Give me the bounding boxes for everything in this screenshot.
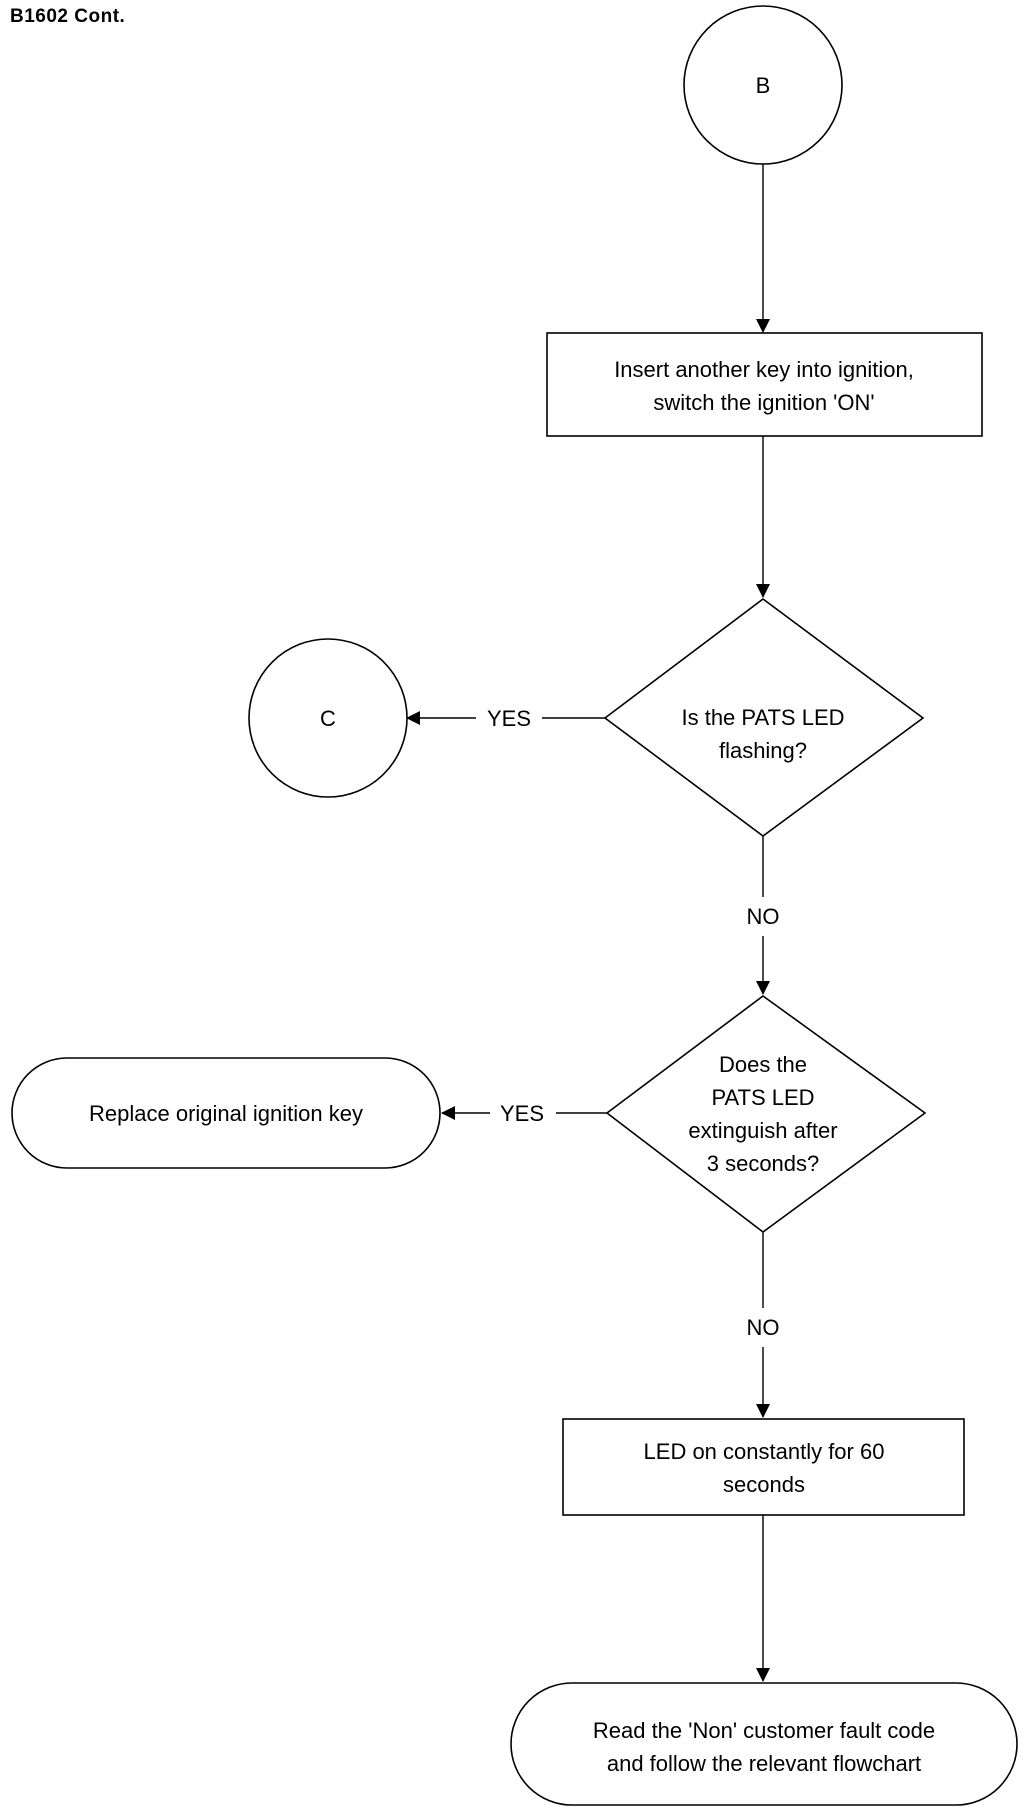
decision-pats-flashing: Is the PATS LED flashing? <box>603 598 925 837</box>
led-constant-line-1: LED on constantly for 60 <box>644 1439 885 1464</box>
extinguish-no-label: NO <box>747 1315 780 1340</box>
pats-flashing-line-2: flashing? <box>719 738 807 763</box>
terminal-replace-key: Replace original ignition key <box>11 1057 441 1169</box>
led-extinguish-line-2: PATS LED <box>711 1085 814 1110</box>
process-led-constant: LED on constantly for 60 seconds <box>562 1418 965 1516</box>
flashing-no-label: NO <box>747 904 780 929</box>
decision-led-extinguish: Does the PATS LED extinguish after 3 sec… <box>605 995 927 1233</box>
read-fault-line-1: Read the 'Non' customer fault code <box>593 1718 935 1743</box>
flashing-yes-label: YES <box>487 706 531 731</box>
insert-key-line-2: switch the ignition 'ON' <box>653 390 874 415</box>
terminal-read-fault-code: Read the 'Non' customer fault code and f… <box>510 1682 1018 1806</box>
replace-key-label: Replace original ignition key <box>89 1101 363 1126</box>
read-fault-line-2: and follow the relevant flowchart <box>607 1751 921 1776</box>
page-title: B1602 Cont. <box>10 6 126 27</box>
led-extinguish-line-3: extinguish after <box>688 1118 837 1143</box>
connector-c: C <box>248 638 408 798</box>
led-extinguish-line-1: Does the <box>719 1052 807 1077</box>
insert-key-line-1: Insert another key into ignition, <box>614 357 914 382</box>
extinguish-yes-label: YES <box>500 1101 544 1126</box>
connector-b-label: B <box>756 73 771 98</box>
led-extinguish-line-4: 3 seconds? <box>707 1151 820 1176</box>
connector-c-label: C <box>320 706 336 731</box>
led-constant-line-2: seconds <box>723 1472 805 1497</box>
connector-b: B <box>683 5 843 165</box>
pats-flashing-line-1: Is the PATS LED <box>681 705 844 730</box>
process-insert-key: Insert another key into ignition, switch… <box>546 332 983 437</box>
